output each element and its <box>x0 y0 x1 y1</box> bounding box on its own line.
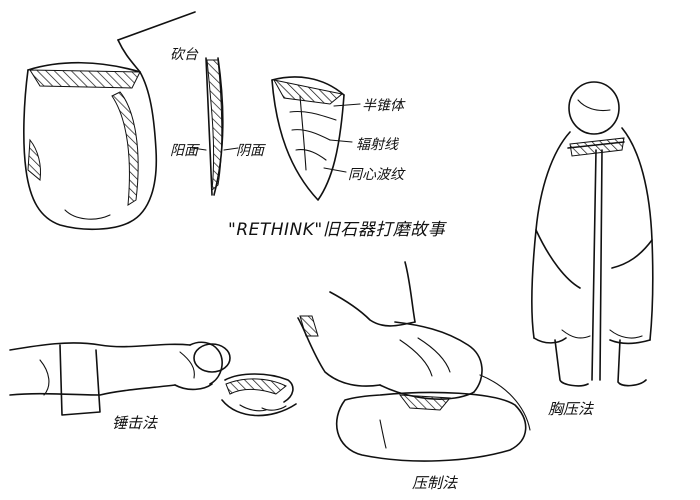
pressing-method-sketch <box>297 261 531 462</box>
title-label: "RETHINK"旧石器打磨故事 <box>228 220 446 240</box>
flake-front-sketch <box>271 76 361 201</box>
bulb-label: 半锥体 <box>362 98 404 114</box>
flake-profile-sketch <box>191 57 239 196</box>
dorsal-face-label: 阴面 <box>236 143 264 159</box>
pressing-method-label: 压制法 <box>412 474 458 492</box>
hammer-method-label: 锤击法 <box>112 414 158 432</box>
chest-pressure-method-label: 胸压法 <box>548 400 594 418</box>
ripple-marks-label: 同心波纹 <box>348 167 404 183</box>
ventral-face-label: 阳面 <box>170 143 198 159</box>
hammer-method-sketch <box>9 341 297 417</box>
stone-core-sketch <box>23 11 196 231</box>
radial-lines-label: 辐射线 <box>356 137 398 153</box>
striking-platform-label: 砍台 <box>170 47 198 63</box>
chest-pressure-method-sketch <box>531 81 654 387</box>
